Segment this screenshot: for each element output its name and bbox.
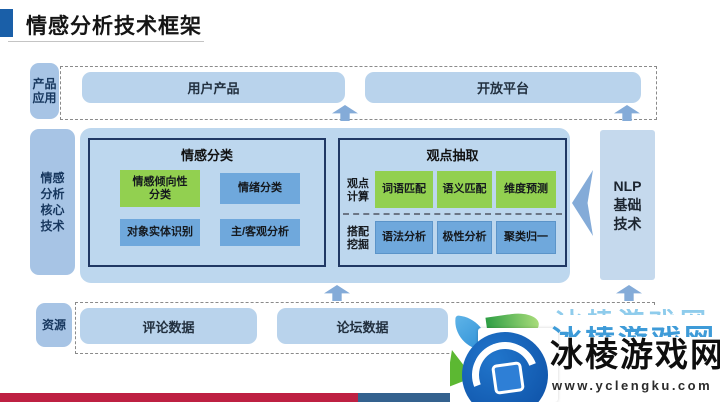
forum-data-box: 论坛数据 [277, 308, 448, 344]
user-product-label: 用户产品 [187, 81, 240, 96]
entity-recognition-cell: 对象实体识别 [120, 219, 200, 246]
subjective-analysis-cell: 主/客观分析 [220, 219, 300, 246]
sentiment-classification-box: 情感分类 情感倾向性 分类 情绪分类 对象实体识别 主/客观分析 [88, 138, 326, 267]
cell-label: 主/客观分析 [230, 226, 290, 238]
up-arrow-icon [616, 285, 642, 301]
cell-label: 情感倾向性 [132, 175, 188, 188]
row-label-core-technology: 情感 分析 核心 技术 [30, 129, 75, 275]
watermark-clipped-text: 冰棱游戏网 [556, 309, 716, 315]
syntax-analysis-cell: 语法分析 [375, 221, 433, 254]
row-label-line: 产品 [32, 77, 57, 91]
opinion-extraction-box: 观点抽取 观点 计算 词语匹配 语义匹配 维度预测 搭配 挖掘 语法分析 极性分… [338, 138, 567, 267]
title-accent-bar [0, 9, 13, 37]
row-label-line: 技术 [40, 219, 65, 233]
mini-label-line: 观点 [347, 178, 369, 190]
mini-label-line: 挖掘 [347, 239, 369, 251]
opinion-calc-label: 观点 计算 [342, 178, 374, 204]
product-layer-container [60, 66, 657, 120]
nlp-label-line: 技术 [613, 215, 642, 232]
title-underline [8, 41, 204, 42]
cell-label: 维度预测 [504, 183, 548, 195]
open-platform-box: 开放平台 [365, 72, 641, 103]
polarity-analysis-cell: 极性分析 [437, 221, 492, 254]
word-matching-cell: 词语匹配 [375, 171, 433, 208]
left-arrow-icon [572, 170, 593, 236]
watermark-logo-icon [462, 332, 548, 402]
row-label-line: 情感 [40, 171, 65, 185]
watermark-clipped-line: 冰棱游戏网 [552, 326, 718, 337]
cell-label: 聚类归一 [504, 231, 548, 243]
nlp-base-tech-box: NLP 基础 技术 [600, 130, 655, 280]
up-arrow-icon [324, 285, 350, 301]
forum-data-label: 论坛数据 [336, 319, 389, 335]
comment-data-box: 评论数据 [80, 308, 257, 344]
nlp-label-line: NLP [613, 177, 642, 194]
cell-label: 对象实体识别 [127, 226, 193, 238]
row-label-product-application: 产品 应用 [30, 63, 59, 119]
user-product-box: 用户产品 [82, 72, 345, 103]
nlp-label-line: 基础 [613, 196, 642, 213]
row-label-line: 应用 [32, 91, 57, 105]
watermark-clipped-line: 冰棱游戏网 [556, 309, 716, 315]
cell-label: 分类 [149, 188, 171, 201]
cell-label: 极性分析 [442, 231, 487, 243]
watermark-clipped-text: 冰棱游戏网 [552, 326, 718, 337]
bottom-bar-red [0, 393, 358, 402]
watermark-site-name: 冰棱游戏网 [550, 336, 720, 373]
mini-label-line: 计算 [347, 191, 369, 203]
watermark: 冰棱游戏网 冰棱游戏网 冰棱游戏网 www.yclengku.com [450, 305, 720, 402]
open-platform-label: 开放平台 [476, 81, 529, 96]
watermark-url: www.yclengku.com [552, 378, 713, 393]
cell-label: 词语匹配 [382, 183, 426, 195]
opinion-box-divider [343, 213, 562, 215]
comment-data-label: 评论数据 [142, 319, 195, 335]
mini-label-line: 搭配 [347, 226, 369, 238]
emotion-classification-cell: 情绪分类 [220, 173, 300, 204]
cell-label: 情绪分类 [238, 182, 282, 194]
bottom-bar-blue [358, 393, 454, 402]
dimension-prediction-cell: 维度预测 [496, 171, 556, 208]
sentiment-tendency-cell: 情感倾向性 分类 [120, 170, 200, 207]
row-label-resource: 资源 [36, 303, 72, 347]
opinion-box-title: 观点抽取 [426, 148, 479, 163]
cluster-normalization-cell: 聚类归一 [496, 221, 556, 254]
page-title: 情感分析技术框架 [26, 15, 202, 38]
cell-label: 语法分析 [382, 231, 426, 243]
collocation-mining-label: 搭配 挖掘 [342, 226, 374, 252]
sentiment-box-title: 情感分类 [180, 148, 233, 163]
row-label-line: 分析 [40, 187, 65, 201]
cell-label: 语义匹配 [442, 183, 487, 195]
semantic-matching-cell: 语义匹配 [437, 171, 492, 208]
row-label-line: 资源 [41, 318, 66, 332]
row-label-line: 核心 [40, 203, 65, 217]
